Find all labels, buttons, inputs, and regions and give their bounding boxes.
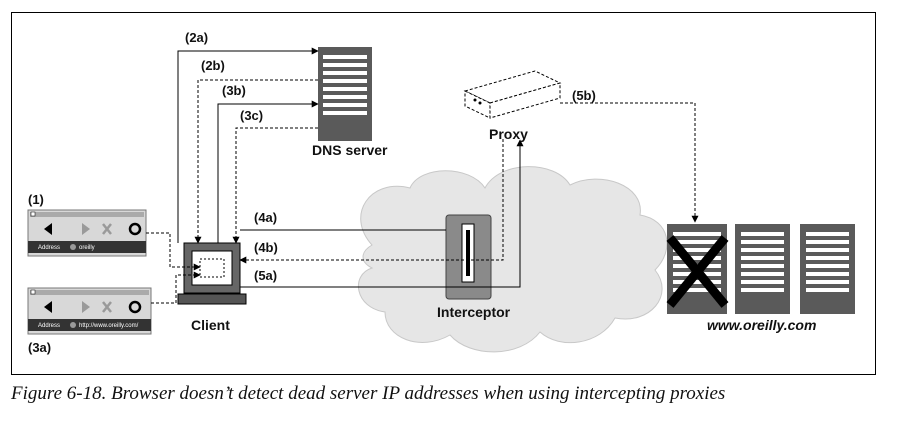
request-arrows bbox=[239, 102, 699, 288]
interceptor-icon bbox=[445, 214, 492, 300]
refresh-icon bbox=[128, 222, 142, 236]
forward-icon bbox=[82, 301, 90, 313]
step-label-3b: (3b) bbox=[222, 83, 246, 98]
browser-window-2: Address http://www.oreilly.com/ bbox=[27, 287, 152, 335]
browser-window-1: Address oreilly bbox=[27, 209, 147, 257]
step-label-3c: (3c) bbox=[240, 108, 263, 123]
dns-server-icon bbox=[318, 47, 372, 141]
step-label-4b: (4b) bbox=[254, 240, 278, 255]
dns-arrows bbox=[177, 47, 319, 244]
figure-caption: Figure 6-18. Browser doesn’t detect dead… bbox=[11, 383, 726, 404]
client-label: Client bbox=[191, 317, 230, 333]
stop-icon bbox=[102, 223, 112, 235]
web-server-icon bbox=[735, 224, 790, 314]
address-label: Address bbox=[38, 323, 60, 329]
back-icon bbox=[44, 223, 52, 235]
interceptor-label: Interceptor bbox=[437, 304, 511, 320]
stop-icon bbox=[102, 301, 112, 313]
step-label-2a: (2a) bbox=[185, 30, 208, 45]
dns-server-label: DNS server bbox=[312, 142, 388, 158]
step-label-3a: (3a) bbox=[28, 340, 51, 355]
web-servers-label: www.oreilly.com bbox=[707, 317, 816, 333]
client-computer-icon bbox=[177, 242, 247, 305]
refresh-icon bbox=[128, 300, 142, 314]
dead-web-server-icon bbox=[666, 224, 729, 314]
web-server-farm bbox=[666, 224, 855, 314]
web-server-icon bbox=[800, 224, 855, 314]
step-label-5a: (5a) bbox=[254, 268, 277, 283]
internet-cloud bbox=[357, 166, 668, 353]
step-label-1: (1) bbox=[28, 192, 44, 207]
address-url: oreilly bbox=[79, 245, 95, 251]
forward-icon bbox=[82, 223, 90, 235]
proxy-label: Proxy bbox=[489, 126, 528, 142]
proxy-icon bbox=[463, 70, 562, 119]
step-label-4a: (4a) bbox=[254, 210, 277, 225]
browser-client-connectors bbox=[146, 232, 201, 304]
step-label-2b: (2b) bbox=[201, 58, 225, 73]
step-label-5b: (5b) bbox=[572, 88, 596, 103]
back-icon bbox=[44, 301, 52, 313]
address-url: http://www.oreilly.com/ bbox=[79, 323, 139, 329]
address-label: Address bbox=[38, 245, 60, 251]
